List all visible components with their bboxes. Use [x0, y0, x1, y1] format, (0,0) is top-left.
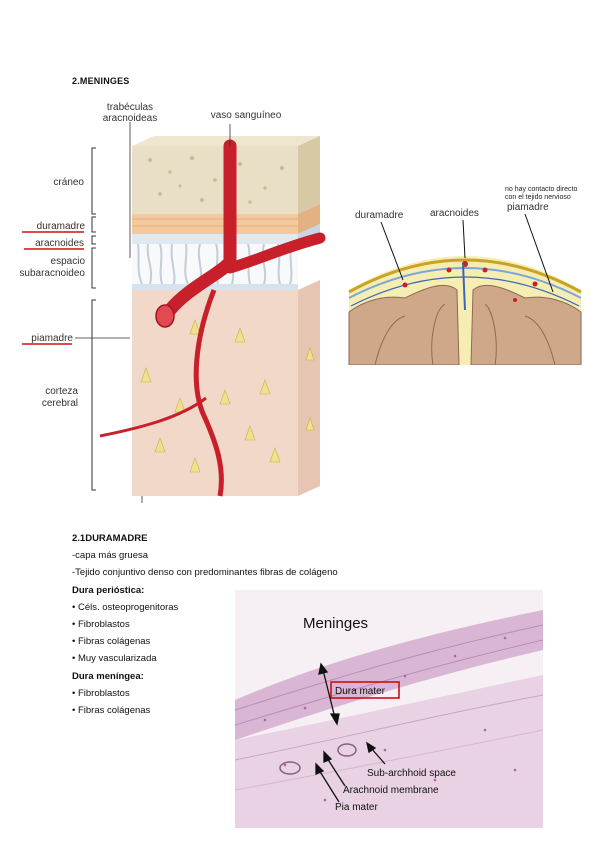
list-item: • Fibroblastos: [72, 619, 130, 631]
notes-line: -Tejido conjuntivo denso con predominant…: [72, 567, 338, 579]
label2-duramadre: duramadre: [355, 210, 404, 221]
section-title: 2.MENINGES: [72, 76, 130, 86]
label-cerebral: cerebral: [42, 398, 78, 409]
meninges-section-diagram: no hay contacto directo con el tejido ne…: [348, 186, 582, 365]
notes-heading: 2.1DURAMADRE: [72, 533, 148, 544]
notes-line: -capa más gruesa: [72, 550, 149, 562]
label-arachnoid: Arachnoid membrane: [343, 785, 439, 796]
label-subarachnoid: Sub-archhoid space: [367, 768, 456, 779]
label-aracnoides: aracnoides: [35, 238, 84, 249]
list-item: • Céls. osteoprogenitoras: [72, 601, 179, 613]
label-subaracnoideo: subaracnoideo: [20, 268, 85, 279]
meninges-layers-diagram: trabéculas aracnoideas vaso sanguíneo cr…: [20, 102, 326, 503]
list-item: • Fibras colágenas: [72, 705, 151, 717]
label-trabeculas-2: aracnoideas: [103, 113, 157, 124]
label-vaso-sanguineo: vaso sanguíneo: [211, 110, 282, 121]
list-item: • Muy vascularizada: [72, 653, 157, 665]
meninges-micrograph: Meninges Dura mater Sub-archhoid space A…: [235, 590, 543, 828]
label-trabeculas: trabéculas: [107, 102, 153, 113]
duramadre-notes: 2.1DURAMADRE -capa más gruesa -Tejido co…: [72, 530, 402, 719]
label-dura-mater: Dura mater: [335, 686, 386, 697]
meningea-heading: Dura meníngea:: [72, 670, 144, 682]
label-corteza: corteza: [45, 386, 78, 397]
note-tejido-nervioso: con el tejido nervioso: [505, 194, 571, 201]
label2-piamadre: piamadre: [507, 202, 549, 213]
periostica-heading: Dura perióstica:: [72, 584, 145, 596]
list-item: • Fibras colágenas: [72, 636, 151, 648]
label-duramadre: duramadre: [37, 221, 86, 232]
label-pia-mater: Pia mater: [335, 802, 378, 813]
label-espacio: espacio: [51, 256, 86, 267]
note-no-contacto: no hay contacto directo: [505, 186, 577, 193]
list-item: • Fibroblastos: [72, 687, 130, 699]
micrograph-title: Meninges: [303, 615, 368, 632]
label2-aracnoides: aracnoides: [430, 208, 479, 219]
label-craneo: cráneo: [53, 177, 84, 188]
label-piamadre: piamadre: [31, 333, 73, 344]
